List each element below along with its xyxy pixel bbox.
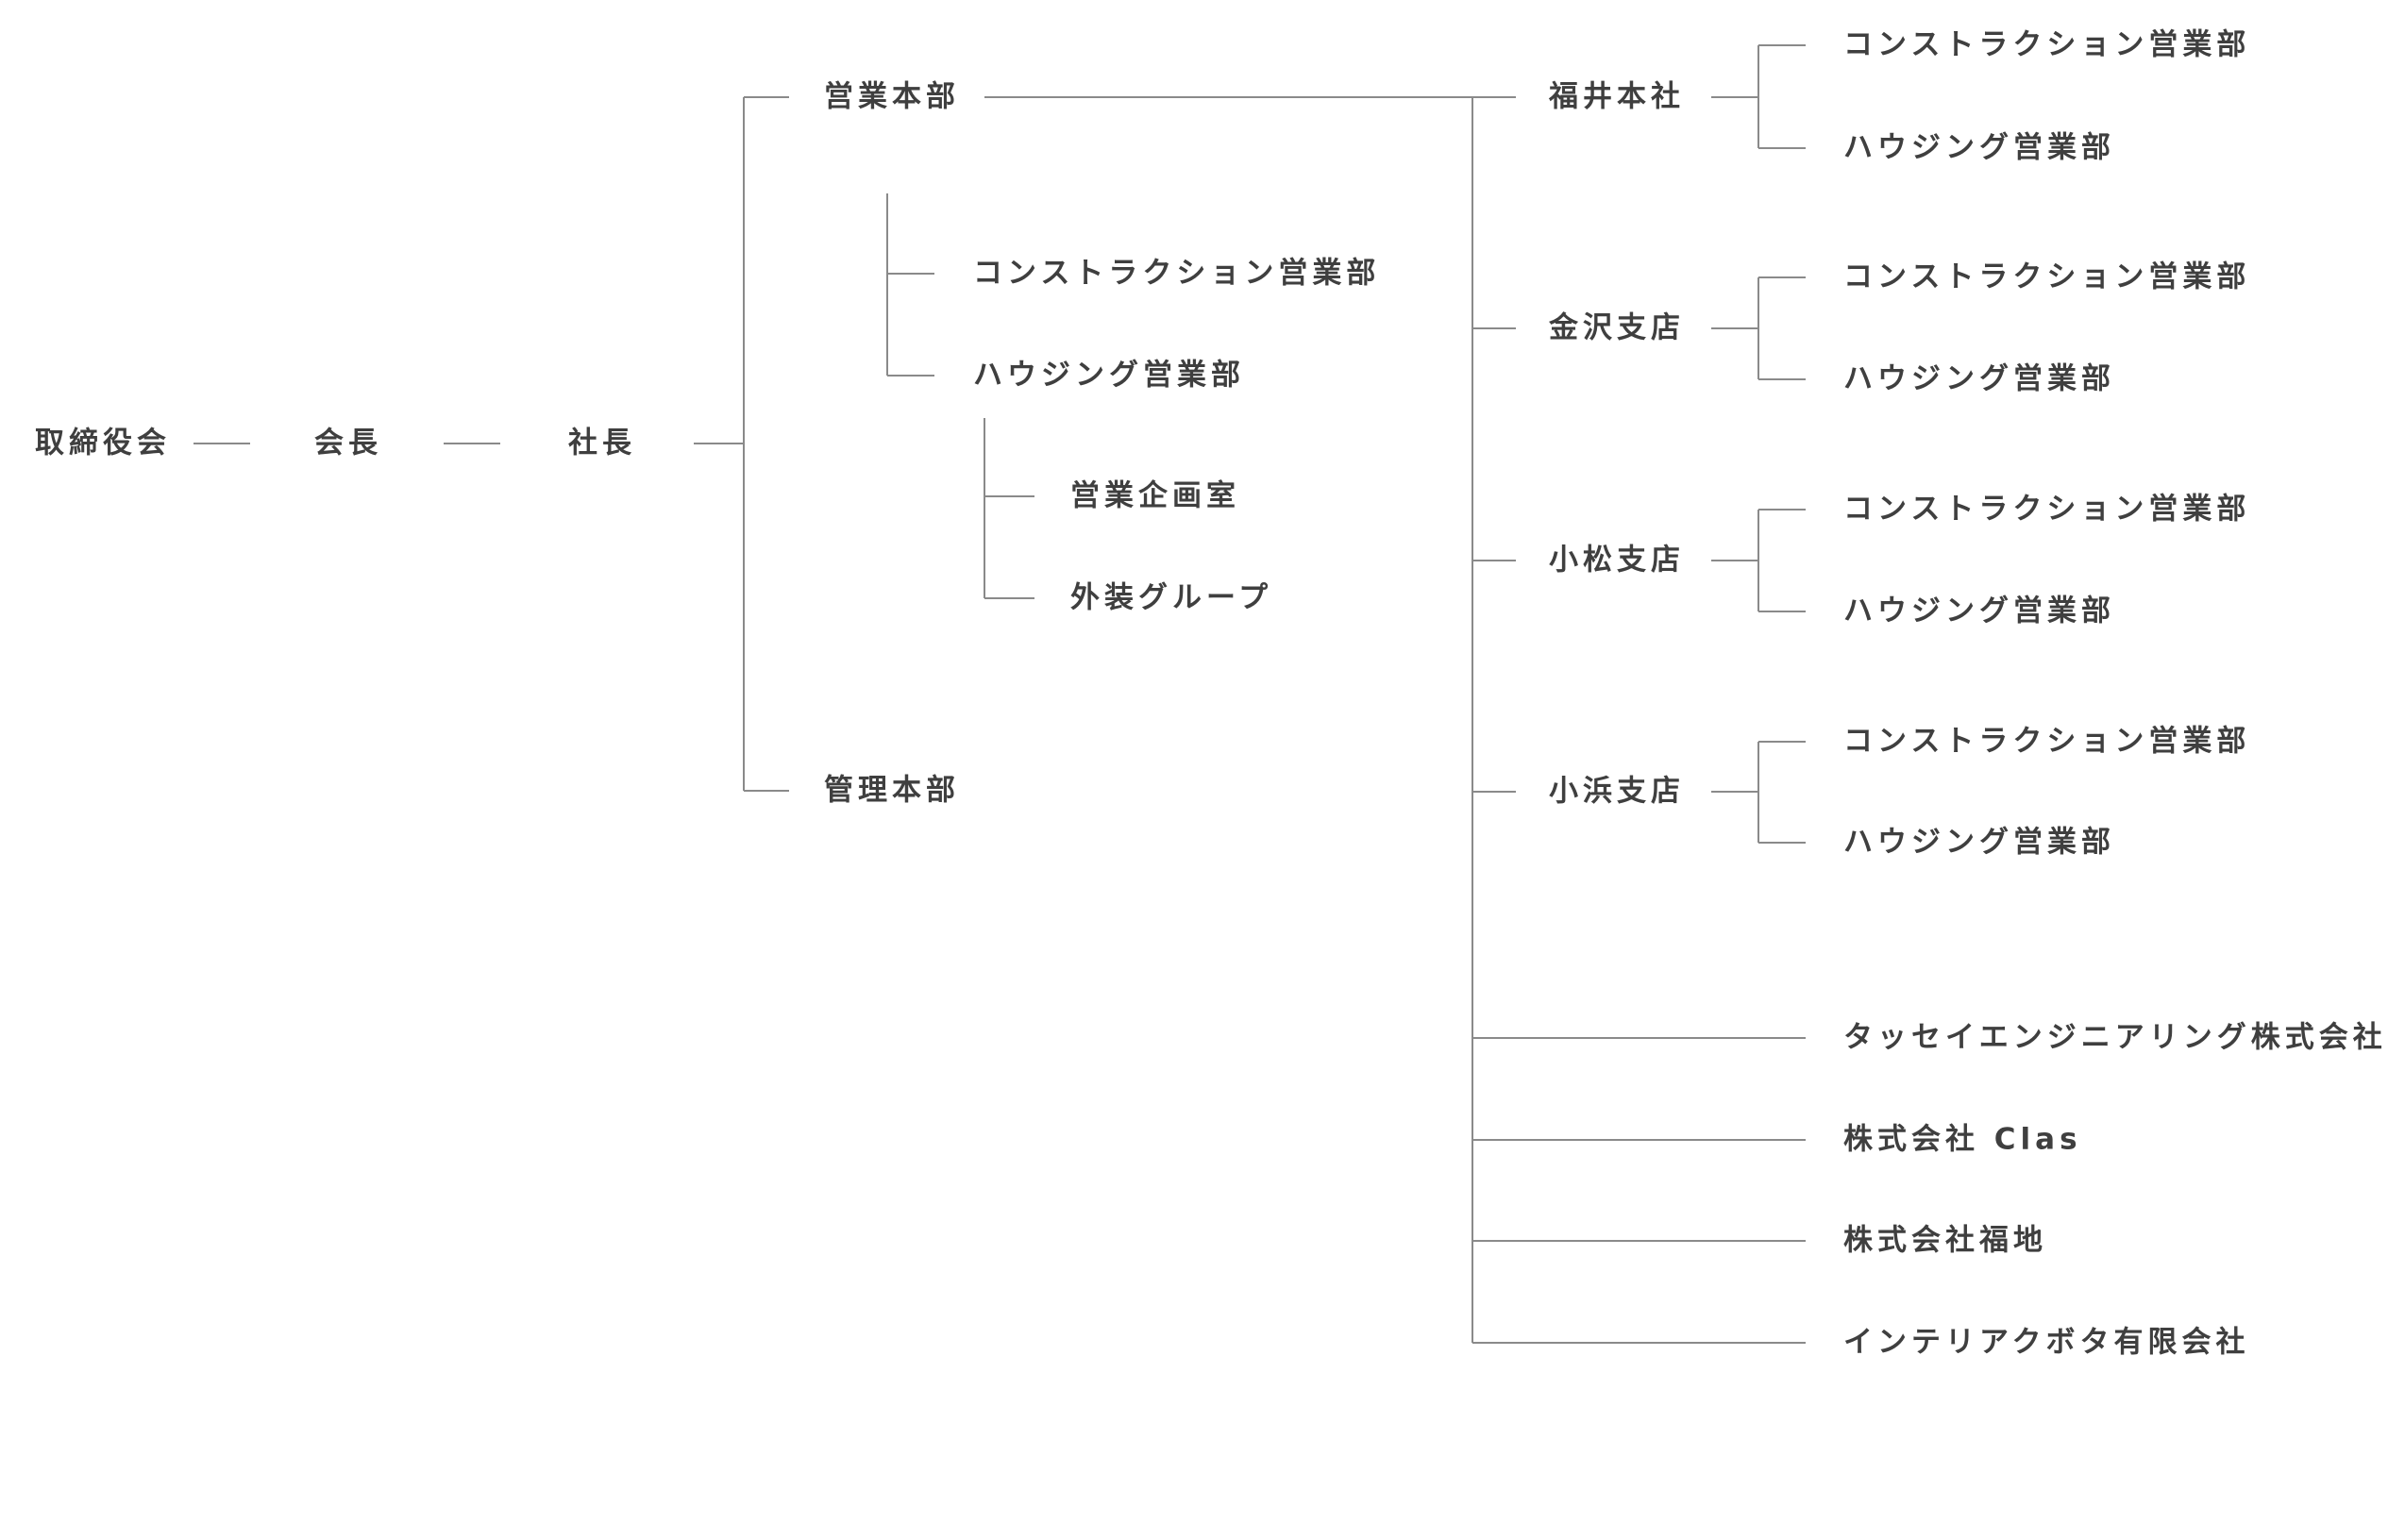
node-kanazawa-housing-dept: ハウジング営業部 [1843,361,2115,396]
node-affiliate-clas: 株式会社 Clas [1843,1122,2082,1157]
node-sales-housing-dept: ハウジング営業部 [973,358,1245,393]
node-affiliate-fukuchi: 株式会社福地 [1843,1223,2047,1258]
node-fukui-housing-dept: ハウジング営業部 [1843,130,2115,165]
node-branch-kanazawa: 金沢支店 [1549,310,1685,345]
node-sales-construction-dept: コンストラクション営業部 [973,256,1381,291]
node-board: 取締役会 [35,426,171,460]
node-branch-fukui: 福井本社 [1549,79,1685,114]
node-branch-komatsu: 小松支店 [1549,543,1685,578]
node-affiliate-tassei-engineering: タッセイエンジニアリング株式会社 [1843,1020,2387,1055]
node-sales-hq: 営業本部 [824,79,960,114]
node-komatsu-construction-dept: コンストラクション営業部 [1843,492,2251,527]
node-chairman: 会長 [314,426,382,460]
node-obama-housing-dept: ハウジング営業部 [1843,825,2115,860]
node-branch-obama: 小浜支店 [1549,774,1685,809]
node-komatsu-housing-dept: ハウジング営業部 [1843,594,2115,628]
node-affiliate-interior-kubota: インテリアクボタ有限会社 [1843,1325,2250,1360]
node-sales-planning-office: 営業企画室 [1070,478,1240,513]
node-obama-construction-dept: コンストラクション営業部 [1843,724,2251,759]
node-fukui-construction-dept: コンストラクション営業部 [1843,27,2251,62]
node-kanazawa-construction-dept: コンストラクション営業部 [1843,259,2251,294]
node-exterior-group: 外装グループ [1070,580,1273,615]
node-president: 社長 [568,426,636,460]
node-admin-hq: 管理本部 [824,773,960,808]
